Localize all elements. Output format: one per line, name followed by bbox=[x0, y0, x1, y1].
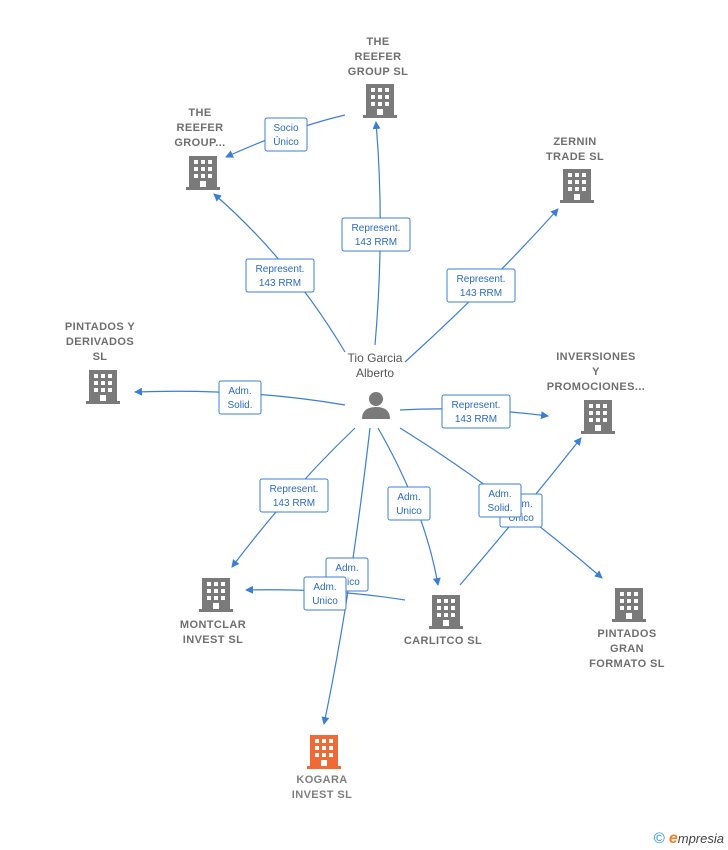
svg-text:THE: THE bbox=[188, 107, 211, 119]
edge-label-rep-left: Represent. 143 RRM bbox=[245, 258, 315, 293]
svg-text:PROMOCIONES...: PROMOCIONES... bbox=[547, 381, 646, 393]
svg-text:Unico: Unico bbox=[508, 513, 534, 524]
svg-text:Tio Garcia: Tio Garcia bbox=[348, 351, 403, 365]
svg-text:Adm.: Adm. bbox=[313, 582, 336, 593]
svg-text:143 RRM: 143 RRM bbox=[355, 237, 397, 248]
edge-label-adm-solid-right: Adm. Solid. bbox=[478, 483, 522, 518]
svg-text:Unico: Unico bbox=[312, 596, 338, 607]
person-node[interactable]: Tio Garcia Alberto bbox=[348, 351, 403, 419]
building-icon bbox=[581, 400, 615, 434]
brand-name[interactable]: mpresia bbox=[677, 831, 724, 846]
svg-text:143 RRM: 143 RRM bbox=[273, 498, 315, 509]
building-icon bbox=[560, 169, 594, 203]
svg-text:ZERNIN: ZERNIN bbox=[553, 136, 596, 148]
building-icon bbox=[612, 588, 646, 622]
edge-label-adm-unico-carlitco: Adm. Unico bbox=[387, 486, 431, 521]
svg-text:GROUP SL: GROUP SL bbox=[348, 66, 408, 78]
svg-text:Unico: Unico bbox=[396, 506, 422, 517]
svg-text:Alberto: Alberto bbox=[356, 366, 394, 380]
building-icon bbox=[363, 84, 397, 118]
svg-text:PINTADOS: PINTADOS bbox=[597, 628, 656, 640]
company-node-reefer-left[interactable]: THE REEFER GROUP... bbox=[174, 107, 225, 190]
svg-text:Adm.: Adm. bbox=[488, 489, 511, 500]
svg-text:Represent.: Represent. bbox=[452, 400, 501, 411]
svg-text:Represent.: Represent. bbox=[256, 264, 305, 275]
svg-text:GRAN: GRAN bbox=[610, 643, 644, 655]
svg-text:143 RRM: 143 RRM bbox=[460, 288, 502, 299]
svg-text:THE: THE bbox=[366, 36, 389, 48]
edge-label-adm-unico-kogara: Adm. Unico bbox=[303, 576, 347, 611]
svg-text:REEFER: REEFER bbox=[354, 51, 401, 63]
edge-labels: Socio Único Represent. 143 RRM Represent… bbox=[218, 117, 543, 611]
company-node-reefer-top[interactable]: THE REEFER GROUP SL bbox=[348, 36, 408, 118]
svg-text:CARLITCO SL: CARLITCO SL bbox=[404, 635, 482, 647]
edge-label-rep-top: Represent. 143 RRM bbox=[341, 217, 411, 252]
company-node-montclar[interactable]: MONTCLAR INVEST SL bbox=[180, 578, 246, 646]
copyright-icon: © bbox=[653, 830, 665, 847]
svg-text:INVERSIONES: INVERSIONES bbox=[556, 351, 636, 363]
company-node-pintados-derivados[interactable]: PINTADOS Y DERIVADOS SL bbox=[65, 321, 135, 404]
company-node-inversiones[interactable]: INVERSIONES Y PROMOCIONES... bbox=[547, 351, 646, 434]
svg-text:Solid.: Solid. bbox=[227, 400, 252, 411]
company-node-zernin[interactable]: ZERNIN TRADE SL bbox=[546, 136, 604, 203]
edge-label-rep-zernin: Represent. 143 RRM bbox=[446, 268, 516, 303]
edge-label-adm-solid-pintados: Adm. Solid. bbox=[218, 380, 262, 415]
building-icon bbox=[429, 595, 463, 629]
building-icon bbox=[86, 370, 120, 404]
svg-text:143 RRM: 143 RRM bbox=[455, 414, 497, 425]
edges bbox=[134, 114, 603, 725]
svg-text:Represent.: Represent. bbox=[270, 484, 319, 495]
brand-initial: e bbox=[668, 830, 678, 847]
svg-text:Unico: Unico bbox=[334, 577, 360, 588]
company-node-pintados-gran[interactable]: PINTADOS GRAN FORMATO SL bbox=[589, 588, 665, 670]
svg-text:Y: Y bbox=[592, 366, 600, 378]
svg-text:SL: SL bbox=[93, 351, 108, 363]
edge-label-socio-unico: Socio Único bbox=[264, 117, 308, 152]
svg-text:143 RRM: 143 RRM bbox=[259, 278, 301, 289]
svg-text:REEFER: REEFER bbox=[176, 122, 223, 134]
svg-text:Único: Único bbox=[273, 135, 299, 148]
svg-text:Adm.: Adm. bbox=[397, 492, 420, 503]
svg-text:Adm.: Adm. bbox=[228, 386, 251, 397]
svg-text:INVEST SL: INVEST SL bbox=[292, 789, 352, 801]
svg-text:Solid.: Solid. bbox=[487, 503, 512, 514]
company-node-carlitco[interactable]: CARLITCO SL bbox=[404, 595, 482, 647]
svg-text:MONTCLAR: MONTCLAR bbox=[180, 619, 246, 631]
edge-label-rep-inversiones: Represent. 143 RRM bbox=[441, 394, 511, 429]
person-icon bbox=[362, 392, 390, 419]
svg-text:Socio: Socio bbox=[273, 123, 298, 134]
edge-label-rep-montclar: Represent. 143 RRM bbox=[259, 478, 329, 513]
svg-text:TRADE SL: TRADE SL bbox=[546, 151, 604, 163]
svg-text:Adm.: Adm. bbox=[335, 563, 358, 574]
building-icon bbox=[199, 578, 233, 612]
svg-text:GROUP...: GROUP... bbox=[174, 137, 225, 149]
svg-text:Represent.: Represent. bbox=[352, 223, 401, 234]
company-node-kogara[interactable]: KOGARA INVEST SL bbox=[292, 735, 352, 801]
svg-text:KOGARA: KOGARA bbox=[296, 774, 347, 786]
building-icon bbox=[186, 156, 220, 190]
footer-credit: ©empresia bbox=[654, 830, 724, 848]
svg-text:DERIVADOS: DERIVADOS bbox=[66, 336, 134, 348]
building-icon bbox=[307, 735, 341, 769]
svg-text:Represent.: Represent. bbox=[457, 274, 506, 285]
svg-text:PINTADOS Y: PINTADOS Y bbox=[65, 321, 135, 333]
svg-text:INVEST SL: INVEST SL bbox=[183, 634, 243, 646]
svg-text:FORMATO SL: FORMATO SL bbox=[589, 658, 665, 670]
